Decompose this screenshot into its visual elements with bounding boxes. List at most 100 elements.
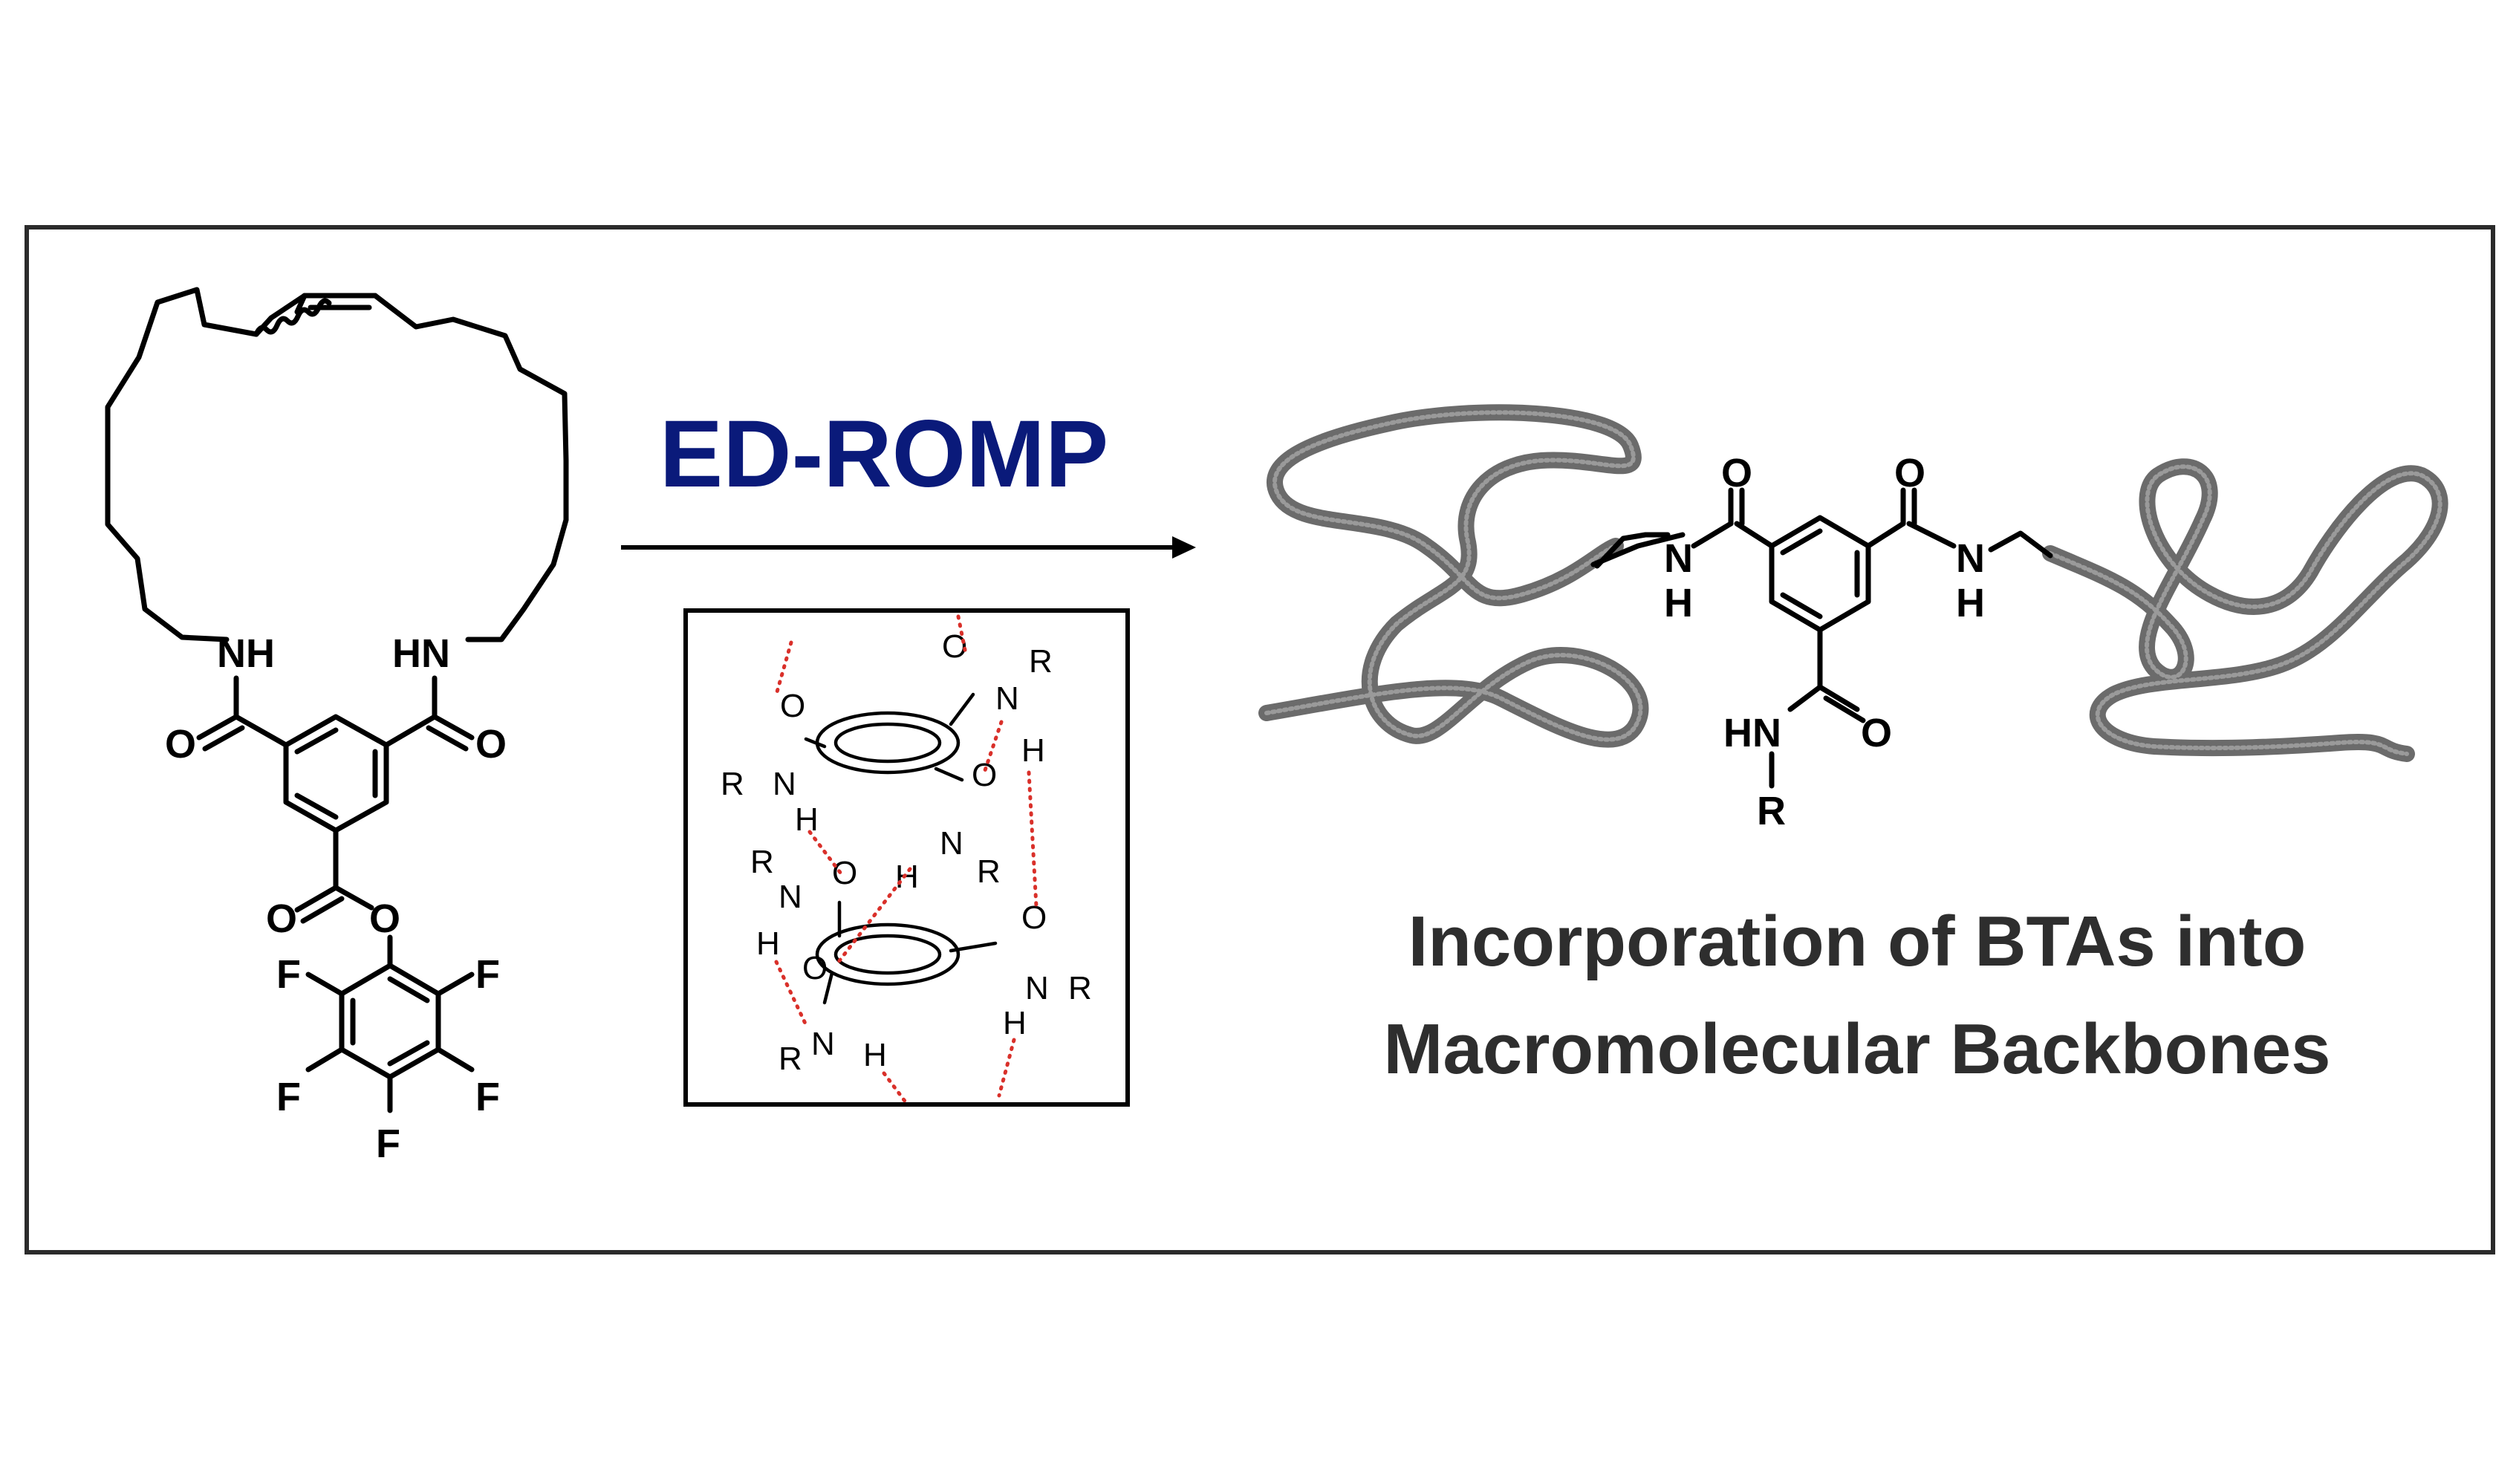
cf-bond-1 [305,972,345,997]
fluorine-1: F [276,952,301,997]
bta-top-r1: R [1029,643,1053,680]
bta-bot-r3: R [779,1041,802,1077]
product-benzene-inner-3 [1780,592,1823,619]
fluorine-2: F [475,952,500,997]
product-ring-link-right [1865,521,1906,549]
fluorine-4: F [475,1075,500,1119]
carbonyl-o-right: O [475,722,507,767]
pfp-inner-2 [387,1040,430,1067]
linker-left-n [1594,532,1671,569]
bta-top-h1: H [1021,732,1045,769]
linker-right [1988,530,2053,559]
hbond-9 [882,1071,909,1105]
linker-left [1590,532,1686,567]
cf-bond-4 [435,1047,475,1073]
reaction-label: ED-ROMP [660,401,1108,507]
product-ring-link-left [1734,521,1775,549]
polymer-product: N H O O N H O HN R [1258,404,2448,833]
polymer-chain-left-texture [1264,410,1643,742]
bta-bottom-arm-3 [822,971,834,1005]
bta-bot-n2: N [1025,970,1049,1006]
product-hn-bottom: HN [1723,711,1781,755]
pfp-ring [339,963,441,1080]
cf-bond-2 [435,972,475,997]
bta-top-arm-2 [804,737,827,749]
pfp-inner-3 [387,976,430,1003]
bta-top-arm-3 [934,767,964,782]
amide-hn-right: HN [392,631,450,676]
outer-frame [25,225,2495,1254]
bta-bot-n1: N [779,879,802,915]
product-n-left: N [1664,536,1693,581]
hbond-3 [982,720,1004,775]
carbonyl-left [196,714,239,741]
benzene-inner-1 [294,727,339,755]
caption-line-1: Incorporation of BTAs into [1408,902,2307,981]
bta-bot-o1: O [832,855,857,891]
product-amide-right [1906,521,1957,549]
ester-o: O [369,896,400,941]
hbond-1 [774,640,793,697]
bta-bot-r2: R [1068,970,1092,1006]
carbonyl-right-2 [426,725,469,752]
bta-bottom-ring [815,922,961,986]
bta-bot-o3: O [802,950,828,986]
bta-top-r3: R [977,853,1001,890]
product-co-bottom-2 [1823,695,1866,723]
bta-top-o2: O [780,688,805,724]
product-o-left: O [1721,451,1752,495]
bta-top-r2: R [721,766,744,802]
fluorine-3: F [276,1075,301,1119]
bta-bot-o2: O [1021,899,1047,936]
bta-bottom-ring-inner [833,934,942,975]
benzene-inner-3 [294,793,339,820]
carbonyl-right [432,714,475,741]
bta-bot-n3: N [811,1026,835,1062]
fluorine-5: F [376,1122,400,1166]
bta-stack-illustration: O N R H O R N H O N H R R N O H O N R H … [721,614,1092,1105]
bta-bot-h3: H [863,1037,887,1073]
product-benzene-ring [1769,515,1871,633]
reaction-arrow-head [1172,536,1196,559]
cf-bond-3 [305,1047,345,1073]
bta-top-ring-inner [833,722,942,764]
product-h-left: H [1664,581,1693,625]
macrocycle-right-chain-b [372,293,569,642]
ester-co-2 [300,896,345,924]
amide-nh-left: NH [217,631,275,676]
product-h-right: H [1956,581,1985,625]
bta-bot-h1: H [756,925,780,962]
polymer-chain-right-texture [2048,464,2442,756]
bta-bot-r1: R [750,844,774,880]
bta-top-n1: N [995,680,1019,717]
ester-oc [333,885,374,911]
carbonyl-left-2 [202,725,245,752]
macrocycle-left-chain [105,287,274,642]
hbond-7 [774,960,808,1027]
carbonyl-o-left: O [165,722,196,767]
hbond-2 [956,614,968,656]
product-amide-left [1691,521,1734,549]
bta-bottom-arm-1 [949,941,998,953]
bta-top-n2: N [773,766,796,802]
product-n-right: N [1956,536,1985,581]
bta-top-arm-1 [949,692,975,726]
caption-line-2: Macromolecular Backbones [1383,1009,2330,1089]
bta-stacking-inset [683,608,1130,1107]
bta-top-o3: O [972,757,997,793]
macrocycle-left-link [268,293,308,321]
ester-co [294,885,339,913]
benzene-ring [283,714,389,833]
bta-top-n3: N [940,825,963,862]
product-amide-bottom [1787,684,1823,712]
product-benzene-inner-1 [1780,528,1823,556]
hbond-6 [1027,770,1039,908]
bta-bot-h2: H [1003,1005,1027,1041]
hbond-8 [997,1038,1016,1098]
amide-bond-right [383,675,438,748]
product-r-group: R [1757,789,1786,833]
polymer-chain-right [2042,458,2448,762]
macrocycle-monomer: NH HN O O O O F F F [105,287,569,1166]
product-o-right: O [1894,451,1925,495]
